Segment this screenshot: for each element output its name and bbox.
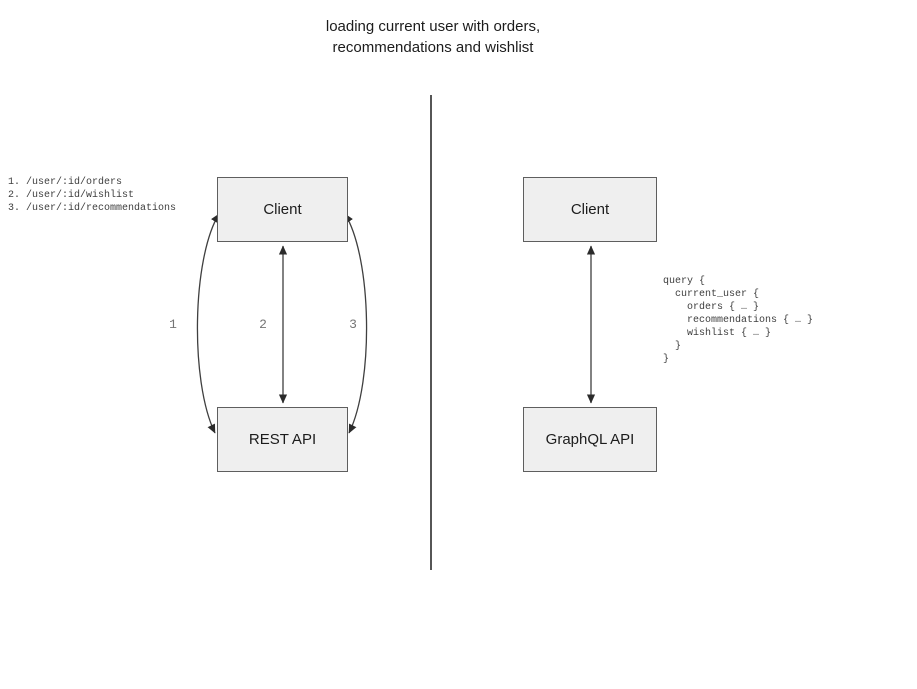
query-line-3: orders { … } xyxy=(663,302,760,313)
client-box-graphql: Client xyxy=(523,177,657,242)
query-line-5: wishlist { … } xyxy=(663,328,772,339)
endpoint-line-wishlist: 2. /user/:id/wishlist xyxy=(8,190,135,201)
graphql-query-code: query { current_user { orders { … } reco… xyxy=(663,275,813,366)
arrow-label-2: 2 xyxy=(259,317,267,332)
title-line-2: recommendations and wishlist xyxy=(332,39,534,56)
page-title: loading current user with orders, recomm… xyxy=(183,16,683,58)
query-line-6: } xyxy=(663,341,682,352)
endpoint-line-orders: 1. /user/:id/orders xyxy=(8,177,123,188)
query-line-1: query { xyxy=(663,276,706,287)
arrow-label-3: 3 xyxy=(349,317,357,332)
client-box-graphql-label: Client xyxy=(570,201,610,218)
divider-line xyxy=(430,95,432,570)
rest-api-box: REST API xyxy=(217,407,348,472)
client-box-rest-label: Client xyxy=(263,201,302,218)
rest-endpoints-list: 1. /user/:id/orders 2. /user/:id/wishlis… xyxy=(8,176,176,215)
query-line-2: current_user { xyxy=(663,289,760,300)
endpoint-line-recommendations: 3. /user/:id/recommendations xyxy=(8,203,177,214)
graphql-api-box-label: GraphQL API xyxy=(545,431,635,448)
arrow-label-1: 1 xyxy=(169,317,177,332)
query-line-4: recommendations { … } xyxy=(663,315,814,326)
graphql-api-box: GraphQL API xyxy=(523,407,657,472)
client-box-rest: Client xyxy=(217,177,348,242)
rest-arrow-1-curve xyxy=(196,213,220,434)
rest-api-box-label: REST API xyxy=(248,431,317,448)
query-line-7: } xyxy=(663,354,670,365)
title-line-1: loading current user with orders, xyxy=(325,18,541,35)
